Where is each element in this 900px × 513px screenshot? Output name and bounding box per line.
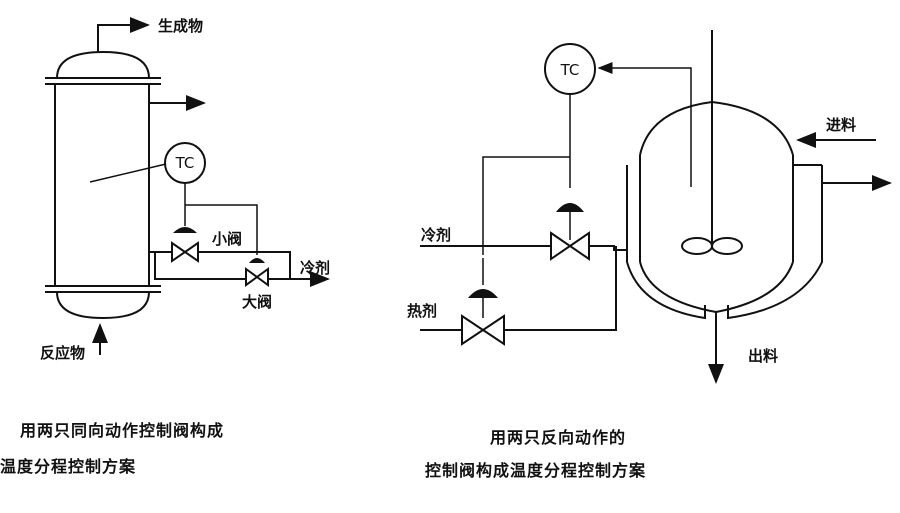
left-column-vessel [45,50,161,320]
right-signal-line [482,94,571,285]
left-diagram: 生成物 反应物 TC 小阀 大阀 冷剂 用两只同向动作控制阀构成 [0,17,330,476]
left-reactant-label: 反应物 [40,344,85,362]
right-measure-line [597,62,692,187]
right-coolant-valve [550,203,590,261]
right-discharge-label: 出料 [748,347,778,365]
right-coolant-piping [420,245,627,251]
right-diagram: TC 进料 出料 [407,30,892,480]
right-caption-line2: 控制阀构成温度分程控制方案 [425,461,646,480]
right-tc-label: TC [560,61,580,79]
left-tc-label: TC [175,154,195,172]
left-small-valve-label: 小阀 [212,230,242,248]
right-agitator [681,30,743,255]
right-heating-label: 热剂 [407,302,437,320]
left-large-valve-label: 大阀 [242,293,272,311]
right-heating-valve [461,289,505,346]
left-product-line [97,17,150,52]
right-caption-line1: 用两只反向动作的 [490,428,626,447]
right-reactor-vessel [626,100,823,320]
right-coolant-label: 冷剂 [421,226,451,244]
left-coolant-label: 冷剂 [300,259,330,277]
left-caption-line2: 温度分程控制方案 [0,457,136,476]
left-signal-line [184,183,258,255]
left-product-label: 生成物 [158,17,203,35]
right-heating-piping [420,246,617,331]
left-small-valve [171,227,199,263]
left-caption-line1: 用两只同向动作控制阀构成 [20,421,224,440]
left-large-valve [245,258,269,287]
left-measure-line [89,163,167,183]
right-feed-label: 进料 [826,116,856,134]
left-coolant-piping [149,251,322,280]
